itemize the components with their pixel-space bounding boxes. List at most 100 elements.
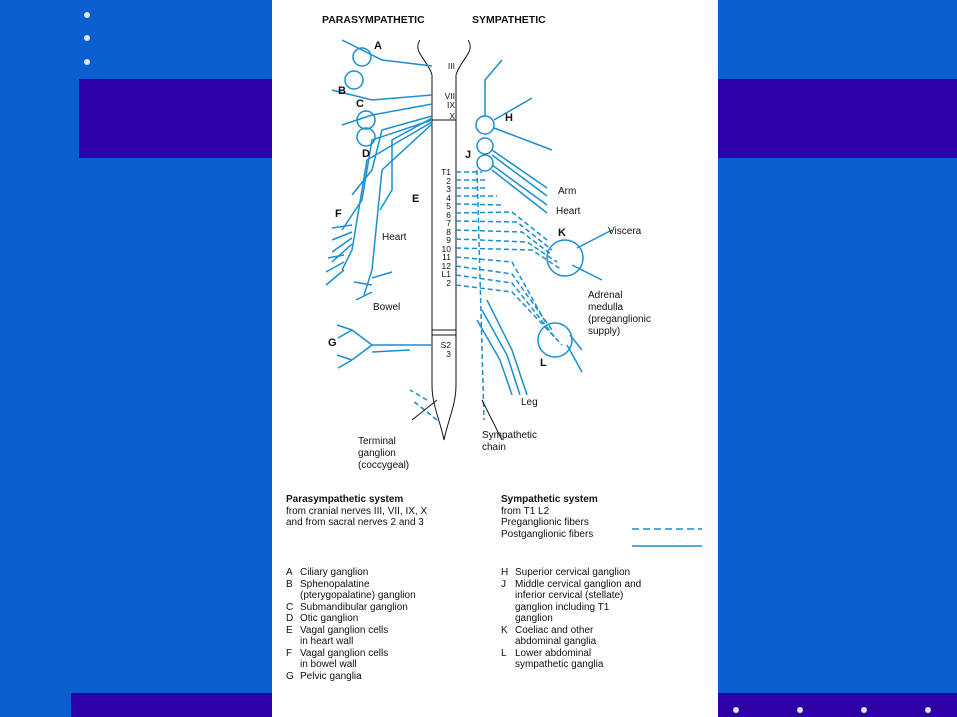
legend-para-title: Parasympathetic system [286,494,404,505]
label-terminal-3: (coccygeal) [358,460,410,471]
label-terminal-1: Terminal [358,436,396,447]
legend-item-k-2: abdominal ganglia [515,636,597,647]
k-post [571,264,603,281]
bottom-dot [925,707,931,713]
cranial-x: X [449,111,455,121]
label-chain-1: Sympathetic [482,430,538,441]
label-adrenal-2: medulla [588,302,624,313]
bullet-dot [84,35,90,41]
label-heart-left: Heart [382,232,407,243]
ganglion-l [537,322,573,358]
pre-t8 [455,229,553,256]
letter-e: E [412,193,420,205]
cranial-vii: VII [444,91,455,101]
bullet-dot [84,59,90,65]
legend-sympathetic: Sympathetic system from T1 L2 Preganglio… [501,494,711,540]
legend-pre: Preganglionic fibers [501,517,589,528]
label-adrenal-1: Adrenal [588,290,623,301]
nerve-x [351,115,433,196]
pre-chain [476,169,485,421]
spinal-cord-column [431,119,457,331]
viscera-nerve [576,229,613,249]
label-adrenal-3: (preganglionic [588,314,651,325]
legend-item-j-3: ganglion including T1 [515,601,610,613]
label-terminal-2: ganglion [358,448,396,459]
level-8: 8 [446,226,451,237]
level-5: 5 [446,201,451,211]
cranial-iii: III [447,61,455,71]
level-t1: T1 [441,167,451,177]
nerve-diagram [325,39,702,547]
letter-d: D [362,148,370,160]
ganglion-a [352,47,372,67]
letter-j: J [465,149,472,161]
diagram-panel: PARASYMPATHETIC SYMPATHETIC III VII IX X… [272,0,718,717]
level-l1: L1 [441,269,451,279]
legend-parasympathetic: Parasympathetic system from cranial nerv… [286,494,506,529]
letter-k: K [558,227,566,239]
pre-t11 [455,256,548,326]
label-viscera: Viscera [608,226,642,237]
terminal-arrow [411,399,438,421]
label-bowel: Bowel [373,302,401,313]
l-post [566,334,583,373]
header-sympathetic: SYMPATHETIC [472,14,546,26]
pre-l1 [455,274,558,341]
ganglion-h [475,115,495,135]
h-nerve-2 [493,97,533,121]
pre-t9 [455,238,558,263]
level-10: 10 [441,243,451,254]
legend-symp-from: from T1 L2 [501,505,550,517]
pre-t5 [455,203,503,206]
h-nerve [484,59,503,116]
leg-fibers [476,299,528,396]
ganglion-k [546,239,584,277]
pre-l2 [455,284,563,346]
sacral-nerve [351,329,432,361]
letter-b: B [338,85,346,97]
legend-item-j-2: inferior cervical (stellate) [515,590,624,601]
nerve-iii [341,39,433,67]
header-parasympathetic: PARASYMPATHETIC [322,14,425,26]
letter-c: C [356,98,364,110]
cranial-ix: IX [446,100,455,110]
level-3: 3 [446,184,451,194]
bottom-dot [733,707,739,713]
pre-t10 [455,247,563,271]
chain-arrow [481,399,503,441]
nerve-vii [331,89,433,101]
nerve-x-2 [379,117,433,211]
level-7: 7 [446,218,451,228]
ganglion-b [344,70,364,90]
nerve-x-4 [341,121,433,271]
legend-item-b-2: (pterygopalatine) ganglion [300,590,416,601]
f-branch-1 [331,224,353,263]
h-nerve-3 [493,127,553,151]
f-branch-2 [325,254,345,286]
pre-t7 [455,220,553,251]
level-11: 11 [442,252,451,262]
label-heart-right: Heart [556,206,581,217]
label-arm: Arm [558,186,577,197]
level-9: 9 [446,235,451,245]
letter-l: L [540,357,547,369]
ganglion-d [356,127,376,147]
letter-h: H [505,112,513,124]
level-4: 4 [446,192,451,203]
label-adrenal-4: supply) [588,326,621,337]
bottom-dot [797,707,803,713]
nerve-x-3 [341,119,433,231]
legend-item-j-4: ganglion [515,613,553,624]
level-s3: 3 [446,349,451,359]
